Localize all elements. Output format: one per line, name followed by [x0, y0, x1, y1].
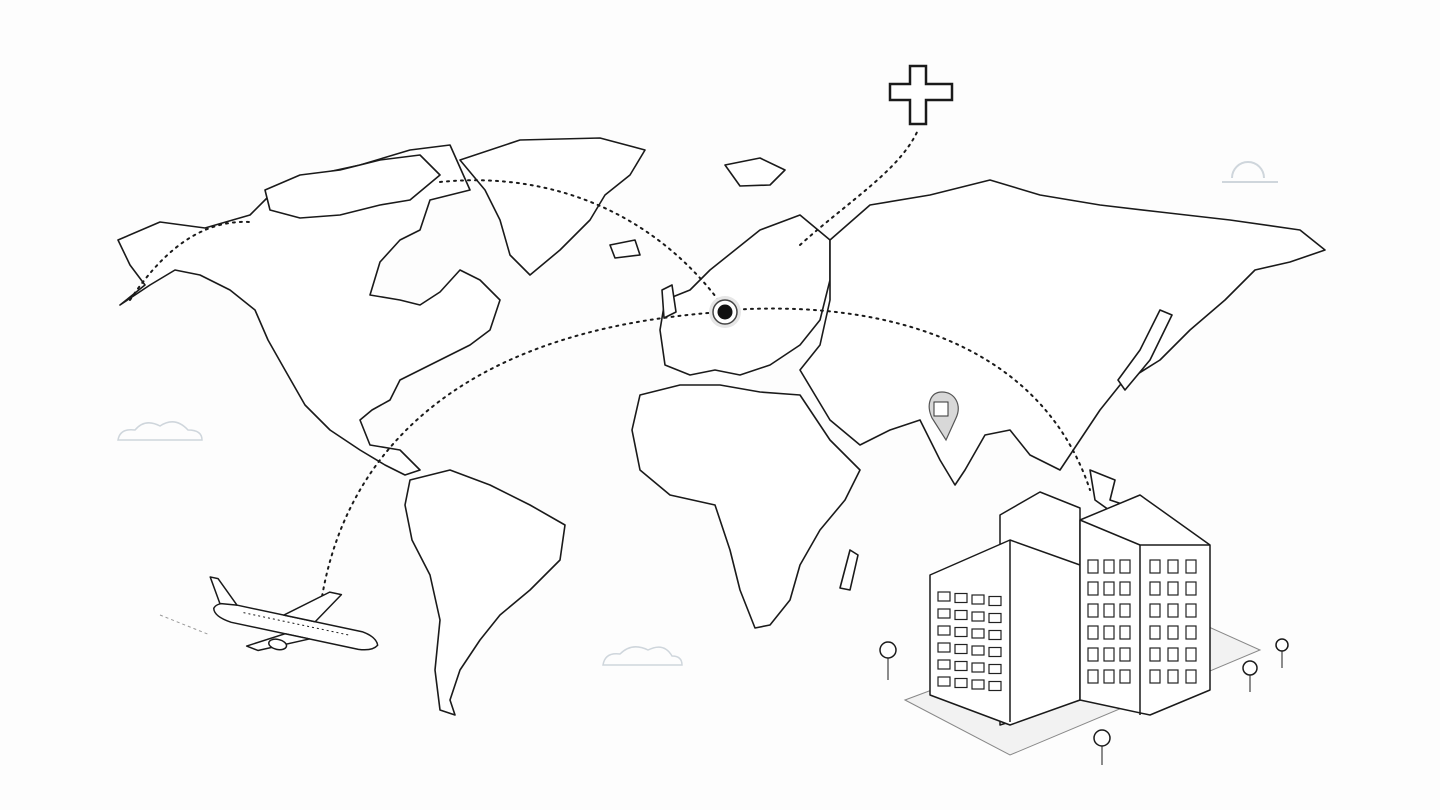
building-window	[988, 663, 1002, 675]
building-window	[1167, 559, 1179, 574]
building-window	[954, 660, 968, 672]
route-north-america-to-europe	[439, 179, 723, 306]
building-window	[954, 626, 968, 638]
building-window	[937, 642, 951, 653]
building-window	[1167, 603, 1179, 618]
building-window	[1087, 625, 1099, 640]
airplane-icon	[209, 576, 379, 652]
building-window	[1119, 559, 1131, 574]
location-pin-icon	[709, 296, 741, 328]
building-window	[971, 679, 985, 690]
building-window	[937, 625, 951, 636]
continent-europe	[659, 214, 831, 376]
building-window	[1185, 559, 1197, 574]
route-europe-to-southeast-asia	[729, 307, 1091, 491]
building-window	[1119, 647, 1131, 662]
building-window	[1103, 669, 1115, 684]
building-window	[1087, 603, 1099, 618]
plus-icon	[888, 64, 954, 126]
islands-arctic-canada	[264, 154, 441, 219]
cloud-icon	[602, 646, 683, 666]
island-iceland	[609, 239, 641, 259]
continent-south-america	[404, 469, 566, 716]
building-window	[1149, 603, 1161, 618]
building-window	[1087, 647, 1099, 662]
building-window	[954, 609, 968, 621]
office-building-icon	[903, 491, 1262, 756]
island-madagascar	[839, 549, 859, 591]
building-window	[937, 591, 951, 602]
route-south-america-to-europe	[319, 311, 723, 611]
building-window	[1087, 669, 1099, 684]
continent-asia	[799, 179, 1326, 486]
cloud-icon	[117, 421, 203, 441]
route-russia-to-plus	[799, 129, 919, 246]
building-window	[1167, 625, 1179, 640]
contrail	[159, 614, 211, 636]
building-window	[971, 611, 985, 622]
building-window	[1087, 581, 1099, 596]
continent-africa	[631, 384, 861, 629]
building-window	[1149, 559, 1161, 574]
building-window	[1119, 669, 1131, 684]
building-window	[1119, 625, 1131, 640]
island-uk	[661, 284, 677, 319]
building-window	[988, 646, 1002, 658]
building-window	[954, 643, 968, 655]
building-window	[1185, 647, 1197, 662]
building-window	[937, 659, 951, 670]
island-svalbard	[724, 157, 786, 187]
building-window	[1167, 647, 1179, 662]
building-window	[937, 676, 951, 687]
building-window	[1185, 581, 1197, 596]
sun-icon	[1222, 161, 1278, 183]
building-window	[988, 629, 1002, 641]
map-marker-icon	[928, 391, 959, 442]
building-window	[1185, 625, 1197, 640]
island-japan	[1117, 309, 1173, 391]
building-window	[988, 595, 1002, 607]
building-window	[1149, 625, 1161, 640]
building-window	[954, 677, 968, 689]
building-window	[937, 608, 951, 619]
building-window	[1167, 669, 1179, 684]
building-window	[971, 645, 985, 656]
tree-icon	[1275, 638, 1289, 668]
building-window	[1167, 581, 1179, 596]
building-window	[954, 592, 968, 604]
building-window	[1087, 559, 1099, 574]
building-window	[971, 594, 985, 605]
building-window	[1149, 647, 1161, 662]
building-window	[1185, 669, 1197, 684]
tree-icon	[879, 641, 897, 680]
building-window	[1119, 603, 1131, 618]
building-window	[1149, 581, 1161, 596]
route-alaska-arc	[129, 220, 251, 301]
building-window	[988, 612, 1002, 624]
tree-icon	[1242, 660, 1258, 692]
building-window	[1119, 581, 1131, 596]
building-window	[971, 628, 985, 639]
building-window	[971, 662, 985, 673]
building-window	[1185, 603, 1197, 618]
building-window	[1103, 581, 1115, 596]
building-window	[1149, 669, 1161, 684]
building-window	[1103, 647, 1115, 662]
building-window	[1103, 603, 1115, 618]
building-window	[1103, 625, 1115, 640]
building-window	[1103, 559, 1115, 574]
building-window	[988, 680, 1002, 692]
tree-icon	[1093, 729, 1111, 765]
continent-greenland	[459, 137, 646, 276]
